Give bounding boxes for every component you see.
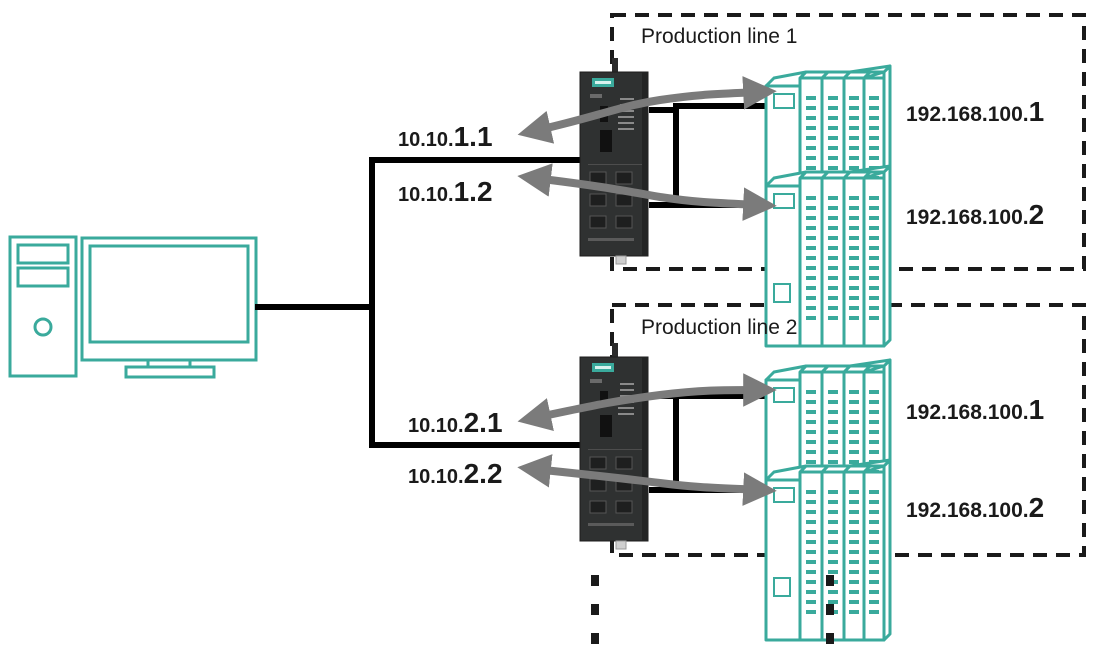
industrial-switch-icon (579, 57, 649, 265)
ip-suffix: 2.2 (463, 458, 503, 489)
switch-ip-label: 10.10.1.2 (398, 178, 493, 206)
ip-suffix: 1 (1028, 96, 1045, 127)
ip-prefix: 192.168.100. (906, 103, 1029, 126)
ip-suffix: 1.2 (453, 176, 493, 207)
device-ip-label: 192.168.100.2 (906, 201, 1044, 229)
switch-ip-label: 10.10.2.1 (408, 409, 503, 437)
device-ip-label: 192.168.100.1 (906, 396, 1044, 424)
switch-ip-label: 10.10.2.2 (408, 460, 503, 488)
continuation-dots (591, 575, 834, 644)
network-cable (255, 103, 771, 493)
switch-ip-label: 10.10.1.1 (398, 123, 493, 151)
ip-suffix: 1.1 (453, 121, 493, 152)
ip-prefix: 10.10. (408, 415, 464, 437)
industrial-switch-icon (579, 342, 649, 550)
ip-prefix: 192.168.100. (906, 206, 1029, 229)
computer-icon (8, 235, 258, 379)
zone-title: Production line 2 (641, 316, 798, 339)
ip-suffix: 1 (1028, 394, 1045, 425)
ip-prefix: 10.10. (398, 129, 454, 151)
device-ip-label: 192.168.100.2 (906, 494, 1044, 522)
ip-prefix: 192.168.100. (906, 499, 1029, 522)
zone-title: Production line 1 (641, 25, 798, 48)
ip-suffix: 2.1 (463, 407, 503, 438)
ip-suffix: 2 (1028, 492, 1045, 523)
ip-suffix: 2 (1028, 199, 1045, 230)
ip-prefix: 192.168.100. (906, 401, 1029, 424)
ip-prefix: 10.10. (398, 184, 454, 206)
ip-prefix: 10.10. (408, 466, 464, 488)
translation-arrow (517, 76, 777, 506)
device-ip-label: 192.168.100.1 (906, 98, 1044, 126)
